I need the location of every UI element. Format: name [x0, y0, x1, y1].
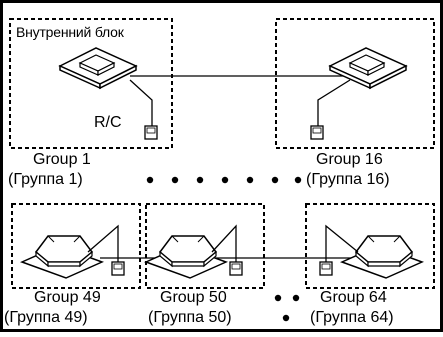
- indoor-unit-49: [19, 235, 105, 279]
- group-1-label-ru: (Группа 1): [8, 171, 83, 188]
- rc-wire-64: [325, 224, 359, 262]
- group-64-label: Group 64: [320, 289, 387, 306]
- group-49-label-ru: (Группа 49): [4, 309, 88, 326]
- indoor-unit-50: [143, 235, 229, 279]
- group-16-label: Group 16: [316, 151, 383, 168]
- group-49-label: Group 49: [34, 289, 101, 306]
- indoor-unit-label: Внутренний блок: [16, 24, 124, 40]
- indoor-unit-1: [58, 47, 138, 90]
- group-49-box: [11, 203, 141, 289]
- group-50-label: Group 50: [160, 289, 227, 306]
- remote-controller-16: [310, 125, 324, 140]
- group-64-label-ru: (Группа 64): [310, 309, 394, 326]
- group-16-box: [275, 18, 435, 149]
- remote-controller-1: [144, 125, 158, 140]
- rc-wire-49: [87, 224, 119, 262]
- remote-controller-50: [229, 261, 243, 276]
- group-1-box: [9, 18, 173, 149]
- group-50-label-ru: (Группа 50): [148, 309, 232, 326]
- group-64-box: [305, 203, 435, 289]
- rc-wire-50: [211, 224, 237, 262]
- ellipsis-dots-bottom: [274, 294, 300, 322]
- remote-controller-label: R/C: [94, 114, 122, 131]
- indoor-unit-64: [339, 235, 425, 279]
- group-1-label: Group 1: [33, 151, 91, 168]
- rc-wire-1: [129, 79, 153, 126]
- ellipsis-dots-top: [146, 176, 302, 184]
- rc-wire-16: [317, 79, 351, 126]
- group-50-box: [145, 203, 265, 289]
- remote-controller-64: [319, 261, 333, 276]
- indoor-unit-16: [328, 47, 408, 90]
- remote-controller-49: [111, 261, 125, 276]
- group-16-label-ru: (Группа 16): [306, 171, 390, 188]
